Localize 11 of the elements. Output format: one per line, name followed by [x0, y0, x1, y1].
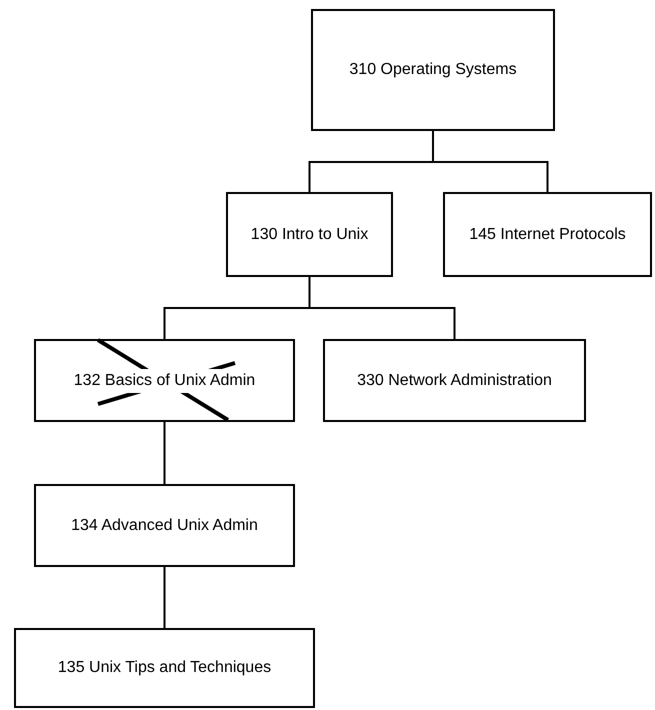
course-box [323, 339, 586, 422]
course-box [311, 9, 555, 131]
connector-line [308, 277, 456, 339]
course-box [34, 484, 295, 567]
connector-line [164, 422, 166, 484]
connector-line [164, 567, 166, 628]
course-box [14, 628, 315, 708]
course-label: 132 Basics of Unix Admin [72, 368, 258, 392]
course-box [226, 192, 393, 277]
course-box [34, 339, 295, 422]
course-box [443, 192, 652, 277]
